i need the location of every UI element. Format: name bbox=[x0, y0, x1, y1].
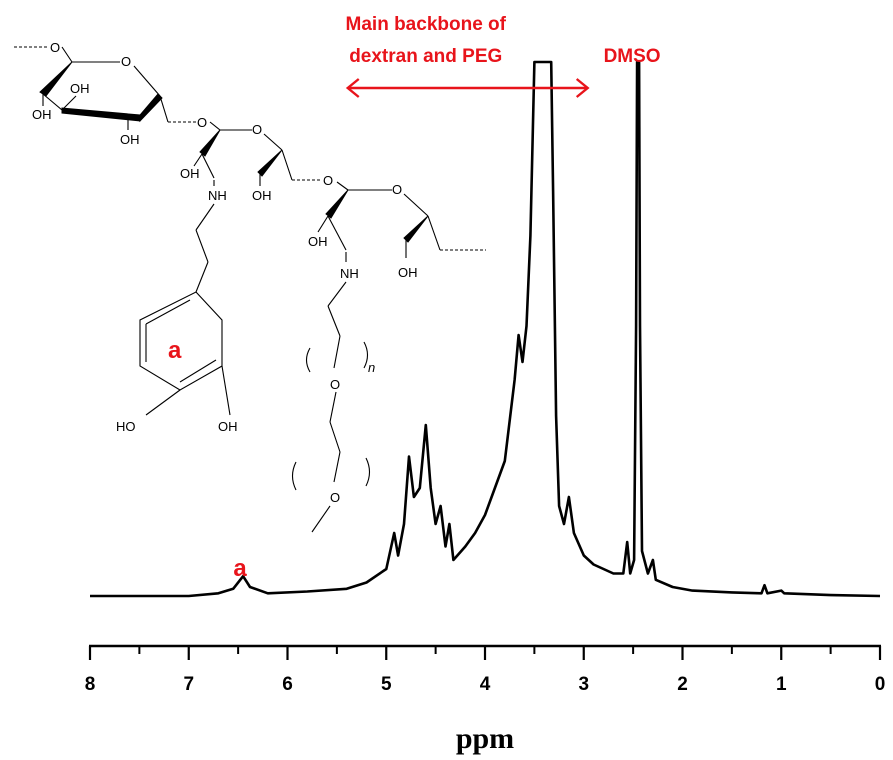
methoxy-oxygen-label: O bbox=[330, 490, 340, 505]
spectrum-trace bbox=[90, 60, 881, 598]
hydroxyl-label: OH bbox=[70, 81, 90, 96]
ring-oxygen-label: O bbox=[121, 54, 131, 69]
glycosidic-oxygen-label: O bbox=[197, 115, 207, 130]
annotation-backbone-arrow bbox=[345, 78, 590, 98]
x-tick-label-6: 6 bbox=[282, 674, 293, 695]
arrow-head-left bbox=[345, 78, 360, 98]
x-tick-label-1: 1 bbox=[776, 674, 787, 695]
annotations: Main backbone of dextran and PEG DMSO a bbox=[233, 14, 660, 582]
annotation-dmso: DMSO bbox=[604, 46, 661, 67]
x-axis-title: ppm bbox=[456, 722, 514, 755]
x-tick-label-4: 4 bbox=[480, 674, 491, 695]
hydroxyl-label: OH bbox=[32, 107, 52, 122]
amine-label: NH bbox=[208, 188, 227, 203]
hydroxyl-label: HO bbox=[116, 419, 136, 434]
annotation-backbone-line-2: dextran and PEG bbox=[349, 46, 502, 67]
ether-oxygen-label: O bbox=[330, 377, 340, 392]
x-axis-ticks bbox=[88, 646, 882, 660]
annotation-peak-a: a bbox=[233, 555, 247, 582]
x-axis-tick-labels: 8 7 6 5 4 3 2 1 0 bbox=[85, 674, 886, 695]
glucose-unit-1: O O OH OH OH O bbox=[14, 40, 207, 147]
hydroxyl-label: OH bbox=[218, 419, 238, 434]
hydroxyl-label: OH bbox=[398, 265, 418, 280]
x-tick-label-8: 8 bbox=[85, 674, 96, 695]
hydroxyl-label: OH bbox=[180, 166, 200, 181]
spectrum-plot bbox=[90, 60, 881, 598]
peg-arm: n O O bbox=[291, 281, 375, 533]
dextran-peg-dopamine-structure: O O OH OH OH O O OH bbox=[14, 40, 486, 533]
x-tick-label-7: 7 bbox=[183, 674, 194, 695]
annotation-backbone-line-1: Main backbone of bbox=[346, 14, 507, 35]
hydroxyl-label: OH bbox=[252, 188, 272, 203]
x-tick-label-2: 2 bbox=[677, 674, 688, 695]
dopamine-arm: a OH HO bbox=[116, 203, 238, 434]
x-tick-label-0: 0 bbox=[875, 674, 886, 695]
ring-oxygen-label: O bbox=[252, 122, 262, 137]
hydroxyl-label: OH bbox=[120, 132, 140, 147]
repeat-unit-n-label: n bbox=[368, 360, 375, 375]
amine-label: NH bbox=[340, 266, 359, 281]
x-tick-label-5: 5 bbox=[381, 674, 392, 695]
arrow-head-right bbox=[575, 78, 590, 98]
ring-a-label: a bbox=[168, 337, 182, 364]
hydroxyl-label: OH bbox=[308, 234, 328, 249]
oxygen-label: O bbox=[50, 40, 60, 55]
ring-oxygen-label: O bbox=[392, 182, 402, 197]
opened-unit-2: O OH NH OH O bbox=[180, 121, 333, 203]
x-tick-label-3: 3 bbox=[578, 674, 589, 695]
x-axis: 8 7 6 5 4 3 2 1 0 ppm bbox=[85, 644, 886, 755]
opened-unit-3: O OH NH OH bbox=[308, 181, 486, 281]
glycosidic-oxygen-label: O bbox=[323, 173, 333, 188]
